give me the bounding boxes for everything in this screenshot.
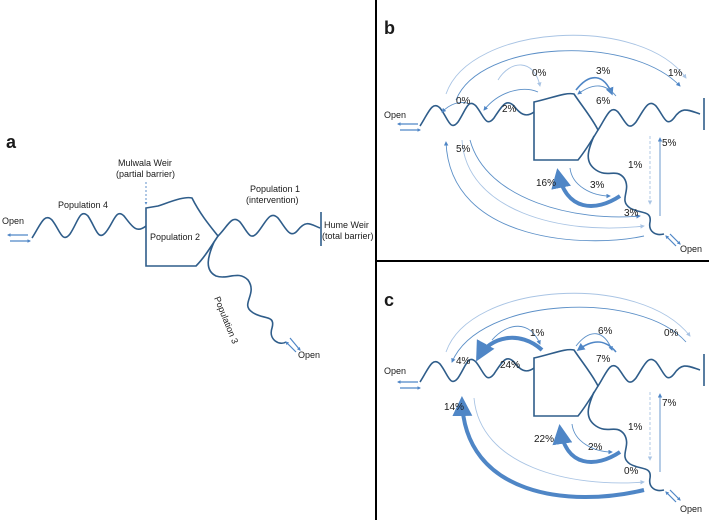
river-right-c (597, 358, 701, 387)
reservoir-b (533, 92, 599, 161)
label-open-right-a: Open (298, 350, 320, 360)
flow-b-5-left-light (461, 139, 645, 229)
pct-c-1-mid: 1% (628, 422, 643, 433)
pct-b-6-right: 6% (596, 96, 611, 107)
panel-c-letter: c (384, 290, 394, 310)
flow-c-22 (552, 424, 622, 464)
river-down-b (587, 135, 665, 236)
reservoir-population-2 (145, 196, 219, 267)
label-mulwala-line2: (partial barrier) (116, 169, 175, 179)
label-open-left-b: Open (384, 110, 406, 120)
flow-c-2-mid (571, 423, 613, 455)
pct-c-6-top: 6% (598, 326, 613, 337)
label-population-3: Population 3 (212, 295, 240, 345)
label-population-4: Population 4 (58, 200, 108, 210)
reservoir-c (533, 348, 599, 417)
river-right-b (597, 102, 701, 131)
pct-c-24: 24% (500, 360, 520, 371)
flow-b-2-left (483, 89, 539, 111)
flow-c-outer-top (445, 292, 691, 353)
pct-c-2-mid: 2% (588, 442, 603, 453)
pct-c-0-top: 0% (664, 328, 679, 339)
pct-b-3-mid: 3% (590, 180, 605, 191)
river-left-c (419, 358, 535, 383)
flow-b-outer-top (445, 34, 687, 95)
flow-b-16 (551, 168, 622, 208)
label-hume-line1: Hume Weir (324, 220, 369, 230)
label-open-left-a: Open (2, 216, 24, 226)
pct-c-0-low: 0% (624, 466, 639, 477)
open-arrows-right-c (665, 489, 681, 503)
flow-c-14 (452, 396, 645, 500)
river-population-4 (31, 212, 147, 239)
flow-b-6-right (577, 85, 617, 97)
pct-c-1-top: 1% (530, 328, 545, 339)
flow-c-1-top (491, 325, 541, 345)
panel-b: b Open Open 0% 3% (384, 18, 705, 254)
flow-b-0-left (441, 101, 471, 113)
flow-b-3-mid (569, 167, 611, 199)
panel-b-letter: b (384, 18, 395, 38)
panel-a: a Open Open Population 4 Population 2 Po… (2, 132, 374, 360)
panel-a-letter: a (6, 132, 17, 152)
open-arrows-right-b (665, 233, 681, 247)
open-arrows-left-a (6, 233, 32, 243)
pct-b-3-top: 3% (596, 66, 611, 77)
flow-c-7-right (576, 341, 617, 353)
pct-b-5-right: 5% (662, 138, 677, 149)
flow-c-24 (476, 335, 544, 362)
river-left-b (419, 102, 535, 127)
pct-b-1-mid: 1% (628, 160, 643, 171)
flow-c-14-light (473, 397, 645, 485)
pct-c-14: 14% (444, 402, 464, 413)
flow-c-top-arc (451, 306, 687, 363)
pct-b-2-left: 2% (502, 104, 517, 115)
label-population-1-line2: (intervention) (246, 195, 299, 205)
pct-c-4-left: 4% (456, 356, 471, 367)
open-arrows-left-b (396, 122, 422, 132)
pct-b-1-top: 1% (668, 68, 683, 79)
pct-b-5-left: 5% (456, 144, 471, 155)
label-population-2: Population 2 (150, 232, 200, 242)
label-open-right-c: Open (680, 504, 702, 514)
pct-b-0-top: 0% (532, 68, 547, 79)
label-mulwala-line1: Mulwala Weir (118, 158, 172, 168)
river-population-3 (207, 241, 287, 344)
pct-b-0-left: 0% (456, 96, 471, 107)
panel-c: c Open Open 1% 6% 0% 4% 24% 7% (384, 290, 705, 514)
label-open-right-b: Open (680, 244, 702, 254)
flow-b-3-low (469, 139, 641, 219)
open-arrows-right-a (285, 337, 301, 353)
pct-c-7-side: 7% (662, 398, 677, 409)
open-arrows-left-c (396, 380, 422, 390)
label-hume-line2: (total barrier) (322, 231, 374, 241)
label-open-left-c: Open (384, 366, 406, 376)
flow-b-5-left (443, 141, 645, 242)
pct-c-22: 22% (534, 434, 554, 445)
label-population-1-line1: Population 1 (250, 184, 300, 194)
river-down-c (587, 391, 665, 492)
pct-b-16: 16% (536, 178, 556, 189)
river-population-1 (217, 214, 321, 237)
flow-b-0-top (497, 64, 542, 87)
flow-b-3-top (575, 76, 614, 96)
pct-b-3-low: 3% (624, 208, 639, 219)
pct-c-7-right: 7% (596, 354, 611, 365)
flow-b-top-arc (455, 50, 681, 101)
